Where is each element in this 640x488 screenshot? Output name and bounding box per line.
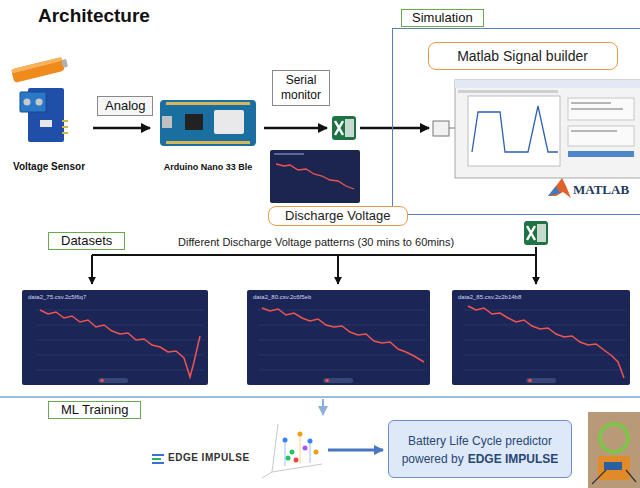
- matlab-logo: [548, 178, 571, 198]
- node-text: Matlab Signal builder: [457, 48, 588, 64]
- result-box: Battery Life Cycle predictor powered byE…: [388, 420, 572, 478]
- signal-block: [433, 121, 449, 136]
- flow-arrow: [328, 449, 383, 452]
- data-arrow: [360, 127, 429, 130]
- node-text: Simulation: [401, 9, 484, 27]
- dataset-chart: [247, 290, 430, 385]
- signal-label-box: Analog: [97, 96, 153, 116]
- voltage-sensor-board: [20, 88, 68, 142]
- process-box: Discharge Voltage: [268, 206, 408, 226]
- node-text: Arduino Nano 33 Ble: [164, 162, 253, 172]
- node-text: data2_85.csv.2c2b14b8: [452, 290, 630, 304]
- node-text: Serial monitor: [275, 73, 327, 103]
- discharge-chart: [270, 150, 360, 203]
- section-tab: Datasets: [48, 232, 125, 250]
- edge-impulse-logo: [152, 454, 164, 464]
- arduino-board: [160, 100, 256, 146]
- dataset-chart: [22, 290, 208, 385]
- node-text: data2_75.csv.2c5f6q7: [22, 290, 208, 304]
- section-tab: ML Training: [48, 401, 141, 419]
- feature-scatter: [262, 424, 322, 478]
- node-text: Discharge Voltage: [285, 208, 391, 224]
- flow-arrow: [322, 399, 324, 415]
- battery-icon: [11, 56, 69, 83]
- dataset-chart-frame: data2_80.csv.2c6f5eb: [247, 290, 430, 385]
- dataset-note: Different Discharge Voltage patterns (30…: [178, 236, 454, 248]
- logo-text: EDGE IMPULSE: [168, 452, 250, 463]
- excel-icon: [524, 221, 548, 245]
- logo-text: MATLAB: [573, 182, 629, 198]
- node-text: Datasets: [61, 233, 112, 249]
- device-photo: [588, 412, 640, 488]
- node-text: ML Training: [61, 402, 128, 418]
- flow-arrow: [93, 127, 150, 130]
- node-text: data2_80.csv.2c6f5eb: [247, 290, 430, 304]
- sensor-group: Voltage Sensor: [6, 58, 92, 172]
- data-arrow: [264, 127, 327, 130]
- excel-icon: [332, 116, 356, 140]
- dataset-chart: [452, 290, 630, 385]
- signal-builder-screenshot: [455, 80, 640, 178]
- dataset-chart-frame: data2_85.csv.2c2b14b8: [452, 290, 630, 385]
- signal-line: [449, 128, 455, 129]
- serial-monitor-box: Serial monitor: [272, 70, 330, 106]
- node-text: Analog: [105, 98, 145, 114]
- process-box: Matlab Signal builder: [428, 42, 618, 70]
- node-text: Voltage Sensor: [13, 161, 85, 172]
- dataset-split-lines: [92, 247, 537, 284]
- section-divider: [0, 396, 640, 398]
- dataset-chart-frame: data2_75.csv.2c5f6q7: [22, 290, 208, 385]
- node-text: EDGE IMPULSE: [468, 452, 559, 466]
- diagram-title: Architecture: [38, 5, 150, 27]
- board-group: Arduino Nano 33 Ble: [152, 92, 264, 172]
